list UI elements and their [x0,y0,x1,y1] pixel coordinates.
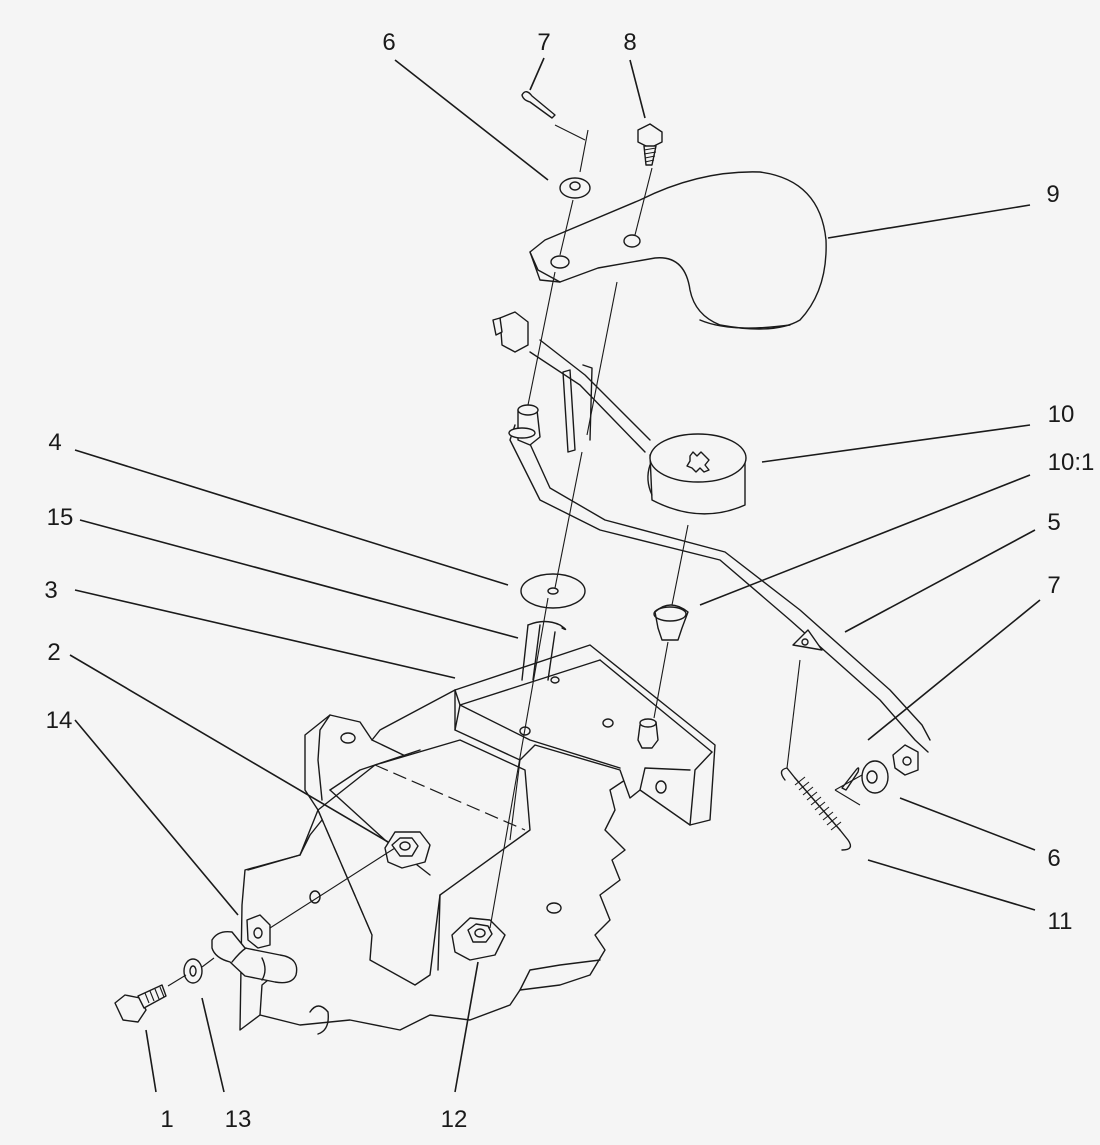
callout-15: 15 [47,504,74,531]
callout-12: 12 [441,1106,468,1133]
part-10-1-bumper [653,604,689,641]
callout-7-right: 7 [1047,572,1060,599]
callout-11: 11 [1048,908,1073,935]
part-9-cam-plate [529,171,827,330]
callout-4: 4 [48,429,61,456]
leader-lines [69,57,1041,1093]
part-15-pin [521,620,567,681]
part-7-cotter-pin-top [521,91,556,119]
part-1-bolt [114,984,167,1023]
part-6-washer-top [559,177,591,199]
part-5-rod [492,311,931,776]
part-13-washer [183,958,203,984]
callout-6-top: 6 [382,29,395,56]
pivot-pin [508,364,593,453]
callout-10-1: 10:1 [1048,449,1095,476]
callout-7-top: 7 [537,29,550,56]
callout-labels: 6 7 8 9 10 10:1 4 15 3 5 2 7 14 6 11 1 1… [44,29,1094,1133]
part-4-washer [520,573,586,609]
callout-6-right: 6 [1047,845,1060,872]
part-10-cam [647,433,747,515]
part-12-nut [451,917,506,961]
part-6-washer-right [861,760,889,794]
callout-5: 5 [1047,509,1060,536]
callout-10: 10 [1048,401,1075,428]
assembly-lines [167,124,863,987]
part-11-spring [780,767,852,851]
bracket [454,644,716,826]
callout-3: 3 [44,577,57,604]
callout-8: 8 [623,29,636,56]
part-14-clamp [211,914,298,984]
part-7-cotter-pin-right [841,767,860,791]
callout-13: 13 [225,1106,252,1133]
part-8-bolt [637,123,663,166]
callout-9: 9 [1046,181,1059,208]
part-2-nut [384,831,431,869]
callout-1: 1 [160,1106,173,1133]
callout-2: 2 [47,639,60,666]
callout-14: 14 [46,707,73,734]
